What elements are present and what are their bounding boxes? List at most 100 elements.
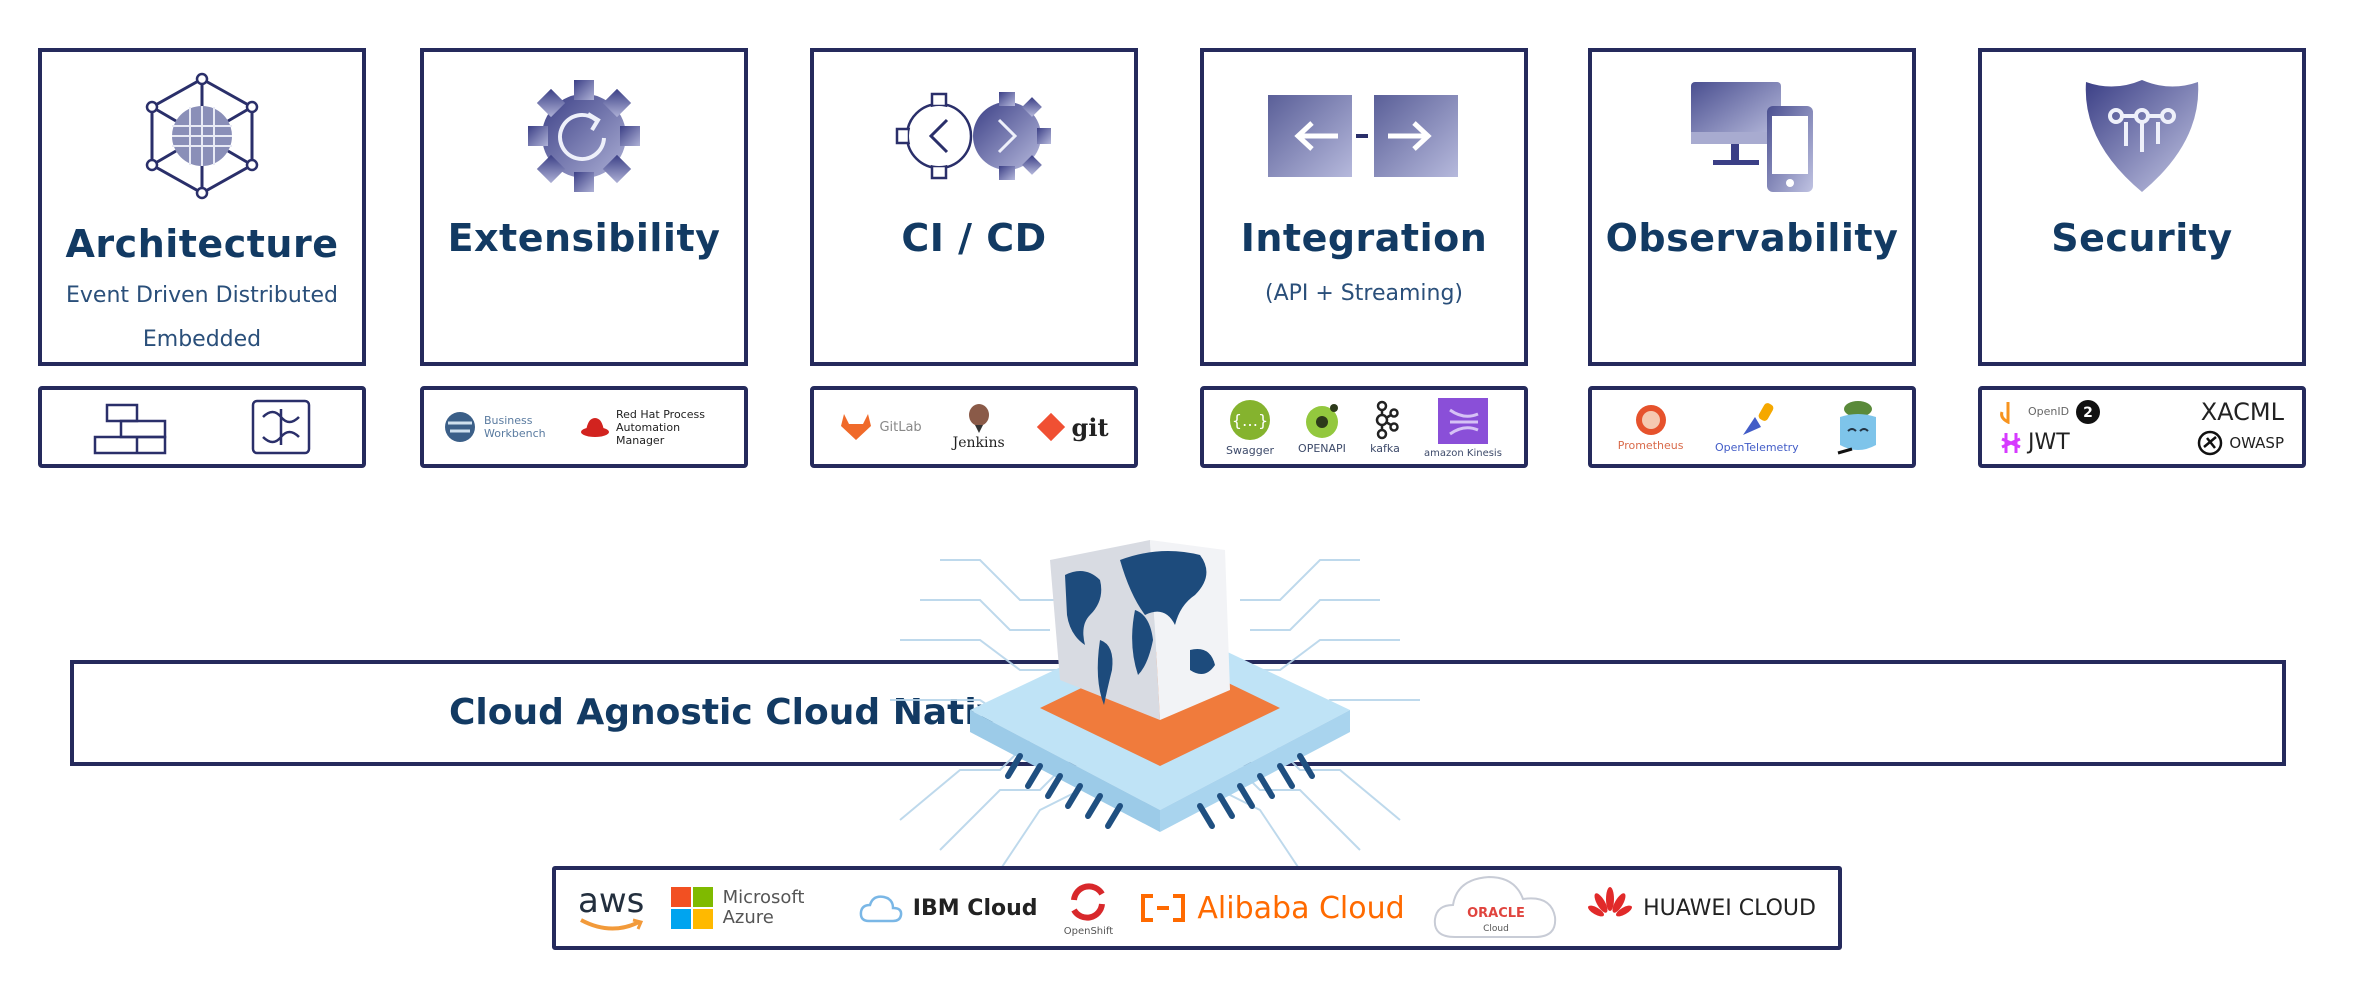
monitor-phone-icon (1592, 66, 1912, 206)
red-hat-icon (581, 418, 609, 437)
exchange-arrows-icon (1204, 66, 1524, 206)
tool-kafka: kafka (1370, 400, 1400, 455)
pillar-observability: Observability (1588, 48, 1916, 366)
provider-aws: aws (578, 884, 644, 932)
tool-opentelemetry: OpenTelemetry (1715, 401, 1799, 454)
pillar-title: Observability (1605, 216, 1899, 260)
provider-ibm-cloud: IBM Cloud (859, 891, 1038, 925)
tools-architecture (38, 386, 366, 468)
huawei-logo-icon (1588, 887, 1633, 917)
provider-alibaba-cloud: Alibaba Cloud (1139, 890, 1405, 926)
provider-label: HUAWEI CLOUD (1643, 895, 1816, 921)
provider-openshift: OpenShift (1064, 880, 1113, 937)
mascot-icon (1837, 401, 1877, 455)
pillar-title: CI / CD (901, 216, 1047, 260)
tool-git: git (1036, 412, 1109, 442)
provider-microsoft-azure: Microsoft Azure (670, 887, 833, 929)
tools-observability: Prometheus OpenTelemetry (1588, 386, 1916, 468)
ibm-cloud-icon (859, 895, 903, 923)
tool-label: Red Hat Process Automation Manager (616, 407, 705, 447)
pillar-security: Security (1978, 48, 2306, 366)
subtitle-line: (API + Streaming) (1264, 281, 1463, 306)
puzzle-icon (249, 397, 313, 457)
svg-text:ORACLE: ORACLE (1467, 906, 1525, 921)
code-gears-icon (814, 66, 1134, 206)
prometheus-icon (1635, 404, 1666, 435)
svg-text:2: 2 (2083, 405, 2093, 421)
tool-jenkins: Jenkins (953, 403, 1005, 451)
svg-text:Cloud: Cloud (1483, 924, 1509, 934)
tool-label: OWASP (2229, 433, 2284, 452)
kinesis-icon (1437, 397, 1488, 444)
cloud-providers-bar: aws Microsoft Azure IBM Cloud OpenShift … (552, 866, 1842, 950)
tool-prometheus: Prometheus (1618, 403, 1683, 452)
aws-smile-icon (580, 918, 644, 931)
pillar-integration: Integration (API + Streaming) (1200, 48, 1528, 366)
tool-label: OPENAPI (1298, 441, 1346, 455)
openapi-icon (1305, 403, 1338, 438)
circuit-traces (890, 559, 1420, 871)
tools-ci-cd: GitLab Jenkins git (810, 386, 1138, 468)
provider-huawei-cloud: HUAWEI CLOUD (1587, 885, 1816, 931)
opentelemetry-icon (1742, 402, 1774, 435)
tool-label: kafka (1370, 441, 1400, 455)
subtitle-line: Embedded (142, 327, 262, 352)
band-label: Cloud Agnostic Cloud Native (449, 692, 1025, 733)
lego-bricks-icon (91, 399, 171, 455)
tool-openapi: OPENAPI (1298, 400, 1346, 455)
owasp-icon (2198, 430, 2223, 455)
tools-security: OpenID 2 XACML JWT OWASP (1978, 386, 2306, 468)
openid-icon (2000, 401, 2010, 424)
swagger-icon: {…} (1230, 399, 1270, 440)
tool-business-workbench: Business Workbench (442, 409, 564, 445)
provider-label: IBM Cloud (912, 895, 1038, 921)
tool-label: OpenID (2028, 405, 2070, 418)
business-workbench-icon (445, 412, 475, 442)
tool-jwt: JWT (2000, 430, 2142, 455)
jenkins-icon (968, 404, 989, 433)
cloud-chip-illustration (880, 520, 1440, 880)
oracle-cloud-icon: ORACLE Cloud (1433, 875, 1557, 938)
provider-label: OpenShift (1063, 925, 1114, 937)
pillar-subtitle: Event Driven Distributed Embedded (42, 274, 362, 362)
tool-label: Jenkins (952, 435, 1005, 451)
globe-network-icon (42, 66, 362, 206)
tool-label: Swagger (1226, 443, 1274, 457)
tool-owasp: OWASP (2142, 430, 2284, 456)
git-icon (1036, 412, 1065, 442)
subtitle-line: Event Driven Distributed (66, 283, 338, 308)
microsoft-logo-icon (670, 887, 713, 929)
provider-label: aws (578, 881, 645, 921)
svg-text:{…}: {…} (1232, 411, 1268, 430)
tool-jaeger-mascot (1830, 397, 1886, 457)
tool-gitlab: GitLab (839, 412, 922, 442)
tool-amazon-kinesis: amazon Kinesis (1424, 396, 1502, 459)
pillar-extensibility: Extensibility (420, 48, 748, 366)
pillar-architecture: Architecture Event Driven Distributed Em… (38, 48, 366, 366)
shield-circuit-icon (1982, 66, 2302, 206)
tool-label: git (1071, 412, 1109, 442)
alibaba-bracket-icon (1141, 894, 1186, 922)
tool-label: amazon Kinesis (1424, 447, 1502, 459)
provider-label: Microsoft Azure (722, 887, 805, 928)
tools-integration: {…} Swagger OPENAPI kafka amazon Kinesis (1200, 386, 1528, 468)
pillar-ci-cd: CI / CD (810, 48, 1138, 366)
pillar-title: Architecture (65, 222, 339, 266)
chip-pins (1005, 753, 1315, 829)
tool-label: XACML (2200, 397, 2284, 426)
provider-oracle-cloud: ORACLE Cloud (1431, 873, 1561, 943)
tool-label: GitLab (879, 419, 922, 435)
pillar-subtitle: (API + Streaming) (1204, 272, 1524, 316)
tool-label: JWT (2028, 430, 2070, 455)
gitlab-icon (841, 414, 872, 440)
tools-extensibility: Business Workbench Red Hat Process Autom… (420, 386, 748, 468)
jwt-icon (2001, 432, 2021, 453)
openshift-icon (1071, 882, 1106, 921)
pillar-title: Security (2051, 216, 2233, 260)
pillar-title: Integration (1240, 216, 1488, 260)
world-map-icon (1065, 551, 1215, 705)
provider-label: Alibaba Cloud (1197, 890, 1405, 926)
tool-xacml: XACML (2142, 398, 2284, 426)
gear-refresh-icon (424, 66, 744, 206)
pillar-title: Extensibility (447, 216, 721, 260)
